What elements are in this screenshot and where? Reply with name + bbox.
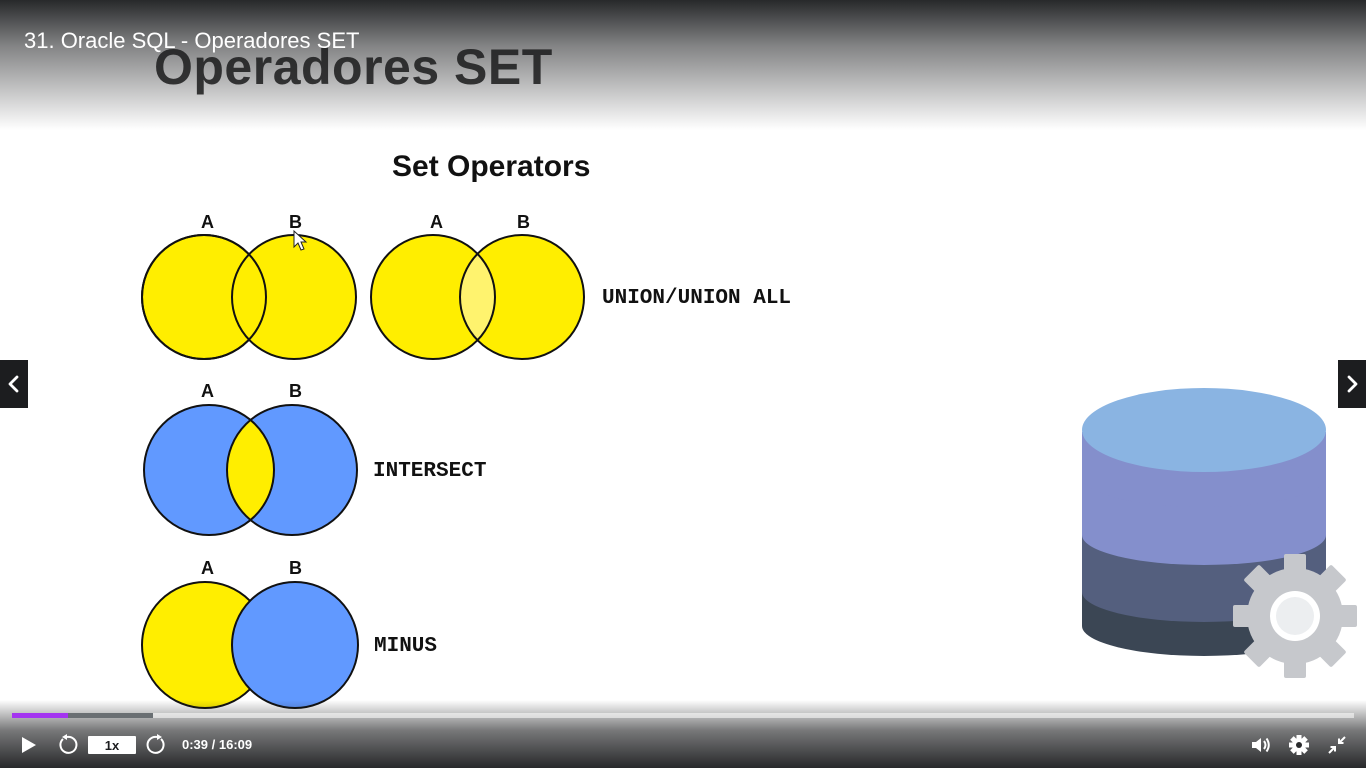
gear-icon: [1289, 735, 1309, 755]
venn-union: A B: [370, 212, 585, 360]
diagram-title: Set Operators: [392, 150, 590, 183]
venn-union-all: A B: [141, 212, 357, 360]
volume-icon: [1252, 737, 1270, 753]
chevron-left-icon: [8, 375, 19, 393]
set-a-label: A: [201, 212, 214, 232]
time-display: 0:39 / 16:09: [182, 737, 253, 752]
set-b-label: B: [289, 212, 302, 232]
volume-button[interactable]: [1248, 733, 1274, 757]
database-icon: [1082, 388, 1357, 678]
rewind-icon: [59, 734, 78, 754]
play-icon: [22, 737, 36, 753]
next-lecture-button[interactable]: [1338, 360, 1366, 408]
previous-lecture-button[interactable]: [0, 360, 28, 408]
progress-played: [12, 713, 69, 718]
operator-label-union: UNION/UNION ALL: [602, 287, 791, 310]
progress-buffered: [12, 713, 153, 718]
venn-intersect: A B: [143, 381, 358, 536]
progress-bar[interactable]: [12, 713, 1354, 718]
cursor-icon: [293, 229, 308, 251]
set-b-label: B: [289, 381, 302, 401]
operator-label-intersect: INTERSECT: [373, 460, 486, 483]
set-a-label: A: [201, 558, 214, 578]
set-a-label: A: [430, 212, 443, 232]
settings-button[interactable]: [1286, 733, 1312, 757]
operator-label-minus: MINUS: [374, 635, 437, 658]
forward-button[interactable]: [144, 733, 170, 757]
chevron-right-icon: [1347, 375, 1358, 393]
set-b-label: B: [517, 212, 530, 232]
gear-decoration-icon: [1233, 554, 1357, 678]
exit-fullscreen-button[interactable]: [1324, 733, 1350, 757]
rewind-button[interactable]: [54, 733, 80, 757]
exit-fullscreen-icon: [1328, 736, 1346, 754]
set-b-label: B: [289, 558, 302, 578]
playback-speed-button[interactable]: 1x: [88, 736, 136, 754]
play-button[interactable]: [14, 733, 42, 757]
control-bar: [0, 700, 1366, 768]
venn-minus: A B: [141, 558, 359, 709]
forward-icon: [146, 734, 165, 754]
set-a-label: A: [201, 381, 214, 401]
